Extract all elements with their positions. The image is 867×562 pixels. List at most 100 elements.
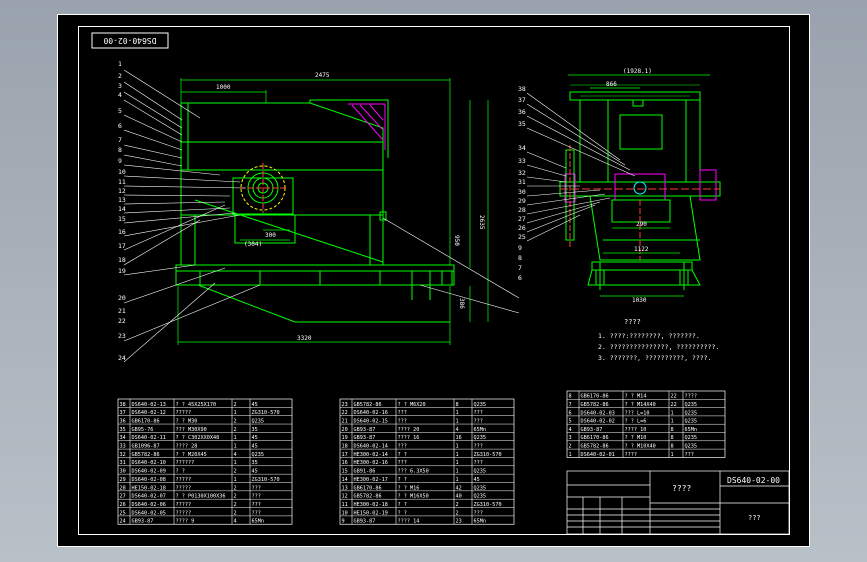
bom-cell: ? ? P0130X100X36	[176, 494, 226, 500]
bom-cell: 1	[456, 444, 459, 450]
bom-cell: DS640-02-14	[354, 444, 388, 450]
callout-4: 4	[118, 91, 122, 99]
callout-17: 17	[118, 242, 126, 250]
bom-cell: 35	[252, 427, 258, 433]
callout-18: 18	[118, 256, 126, 264]
bom-cell: 12	[342, 494, 348, 500]
title-name: ????	[672, 484, 691, 493]
bom-cell: 36	[120, 418, 126, 424]
callout-30: 30	[518, 188, 526, 196]
bom-cell: ZG310-570	[252, 477, 280, 483]
bom-cell: ???	[252, 510, 261, 516]
bom-cell: ???	[398, 410, 407, 416]
callout-28: 28	[518, 206, 526, 214]
bom-cell: ? ? L=6	[625, 419, 647, 425]
svg-text:(304): (304)	[244, 241, 262, 248]
inner-frame	[78, 26, 790, 535]
bom-cell: 45	[252, 435, 258, 441]
bom-cell: 2	[234, 469, 237, 475]
bom-cell: DS640-02-08	[132, 477, 166, 483]
bom-cell: 23	[456, 519, 462, 525]
bom-cell: ???	[474, 510, 483, 516]
bom-cell: ?????	[176, 485, 192, 491]
bom-cell: 30	[120, 469, 126, 475]
bom-cell: 29	[120, 477, 126, 483]
bom-cell: ???? 10	[625, 427, 647, 433]
bom-cell: 1	[671, 452, 674, 458]
bom-cell: HE300-02-14	[354, 452, 388, 458]
bom-cell: ??? L=10	[625, 410, 650, 416]
bom-cell: 5	[569, 419, 572, 425]
bom-cell: 1	[234, 410, 237, 416]
callout-22: 22	[118, 317, 126, 325]
bom-cell: DS640-02-10	[132, 460, 166, 466]
bom-cell: 23	[342, 402, 348, 408]
bom-cell: 35	[120, 427, 126, 433]
bom-cell: ??????	[176, 460, 195, 466]
bom-cell: ???	[252, 494, 261, 500]
bom-cell: 4	[456, 427, 459, 433]
bom-cell: 32	[120, 452, 126, 458]
bom-cell: 10	[342, 510, 348, 516]
bom-cell: ? ? M10	[625, 435, 647, 441]
bom-cell: HE150-02-18	[132, 485, 166, 491]
front-view-dim-text: 2475 1000 300 (304) 950 2635 386 3320	[216, 72, 485, 342]
callout-24: 24	[118, 354, 126, 362]
bom-cell: Q235	[252, 418, 265, 424]
bom-cell: ???	[398, 444, 407, 450]
bom-cell: 1	[671, 410, 674, 416]
bom-cell: ???	[474, 460, 483, 466]
bom-cell: DS640-02-15	[354, 418, 388, 424]
title-code: DS640-02-00	[727, 476, 780, 485]
bom-cell: DS640-02-11	[132, 435, 166, 441]
bom-cell: 45	[252, 402, 258, 408]
bom-cell: 1	[456, 410, 459, 416]
bom-cell: ? ? M20X45	[176, 452, 207, 458]
bom-cell: DS640-02-02	[581, 419, 615, 425]
bom-cell: 8	[671, 444, 674, 450]
bom-cell: 33	[120, 444, 126, 450]
bom-cell: 8	[456, 402, 459, 408]
bom-cell: Q235	[252, 452, 265, 458]
bom-cell: 45	[474, 477, 480, 483]
bom-cell: 4	[569, 427, 572, 433]
callout-8: 8	[518, 254, 522, 262]
bom-cell: Q235	[474, 494, 487, 500]
bom-cell: 2	[234, 427, 237, 433]
bom-cell: Q235	[685, 402, 698, 408]
bom-cell: 45	[252, 444, 258, 450]
bom-cell: 65Mn	[474, 427, 487, 433]
bom-cell: ???	[685, 452, 694, 458]
bom-cell: ???	[398, 418, 407, 424]
callout-27: 27	[518, 215, 526, 223]
callout-1: 1	[118, 60, 122, 68]
bom-cell: 1	[234, 435, 237, 441]
bom-cell: ??? M30X90	[176, 427, 207, 433]
callout-36: 36	[518, 108, 526, 116]
bom-cell: DS640-02-06	[132, 502, 166, 508]
callout-23: 23	[118, 332, 126, 340]
note-1: 1. ????:????????, ???????.	[598, 332, 700, 340]
bom-cell: DS640-02-09	[132, 469, 166, 475]
bom-cell: 45	[252, 469, 258, 475]
bom-cell: ? ? 45X25X170	[176, 402, 217, 408]
bom-cell: ? ? M14X40	[625, 402, 656, 408]
bom-cell: 40	[456, 494, 462, 500]
bom-cell: 1	[456, 469, 459, 475]
callout-13: 13	[118, 196, 126, 204]
svg-text:3320: 3320	[297, 335, 312, 342]
bom-cell: 37	[120, 410, 126, 416]
bom-cell: 38	[120, 402, 126, 408]
svg-text:290: 290	[636, 221, 647, 228]
bom-cell: ???? 28	[176, 444, 198, 450]
bom-cell: 18	[342, 444, 348, 450]
bom-cell: 3	[569, 435, 572, 441]
bom-cell: 34	[120, 435, 126, 441]
bom-cell: 2	[456, 510, 459, 516]
bom-cell: ? ? M6X20	[398, 402, 426, 408]
bom-cell: ? ? M14	[625, 394, 647, 400]
